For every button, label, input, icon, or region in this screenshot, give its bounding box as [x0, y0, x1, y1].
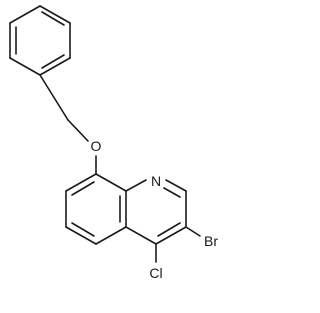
- bond: [95, 226, 127, 245]
- double-bond-inner: [157, 222, 181, 237]
- bond-nitrogen-to-c2: [165, 179, 187, 192]
- bond-ch2-to-oxygen: [67, 119, 89, 142]
- bond-c4-to-c4a: [125, 226, 157, 245]
- bond: [95, 173, 127, 192]
- double-bond-inner: [71, 222, 95, 237]
- oxygen-atom-label: O: [91, 138, 102, 154]
- bromine-atom-label: Br: [204, 233, 218, 249]
- bond-c3-to-c4: [155, 226, 187, 245]
- chemical-structure-diagram: O N Br Cl: [9, 5, 218, 281]
- quinoline-pyridine-ring: [125, 179, 187, 245]
- phenyl-ring: [9, 5, 71, 76]
- bond: [9, 57, 41, 76]
- bond: [65, 226, 97, 245]
- double-bond-inner: [71, 181, 95, 196]
- double-bond-inner: [41, 11, 65, 26]
- bond: [9, 5, 41, 24]
- double-bond-inner: [163, 187, 181, 198]
- bond-c3-to-bromine: [185, 226, 201, 237]
- chlorine-atom-label: Cl: [149, 265, 162, 281]
- bond: [65, 173, 97, 192]
- nitrogen-atom-label: N: [151, 173, 161, 189]
- quinoline-benzo-ring: [65, 173, 127, 245]
- bond: [39, 5, 71, 24]
- bond-ring-to-ch2: [39, 74, 69, 121]
- double-bond-inner: [41, 54, 65, 69]
- bond-c8a-to-nitrogen: [125, 179, 147, 192]
- bond: [39, 57, 71, 76]
